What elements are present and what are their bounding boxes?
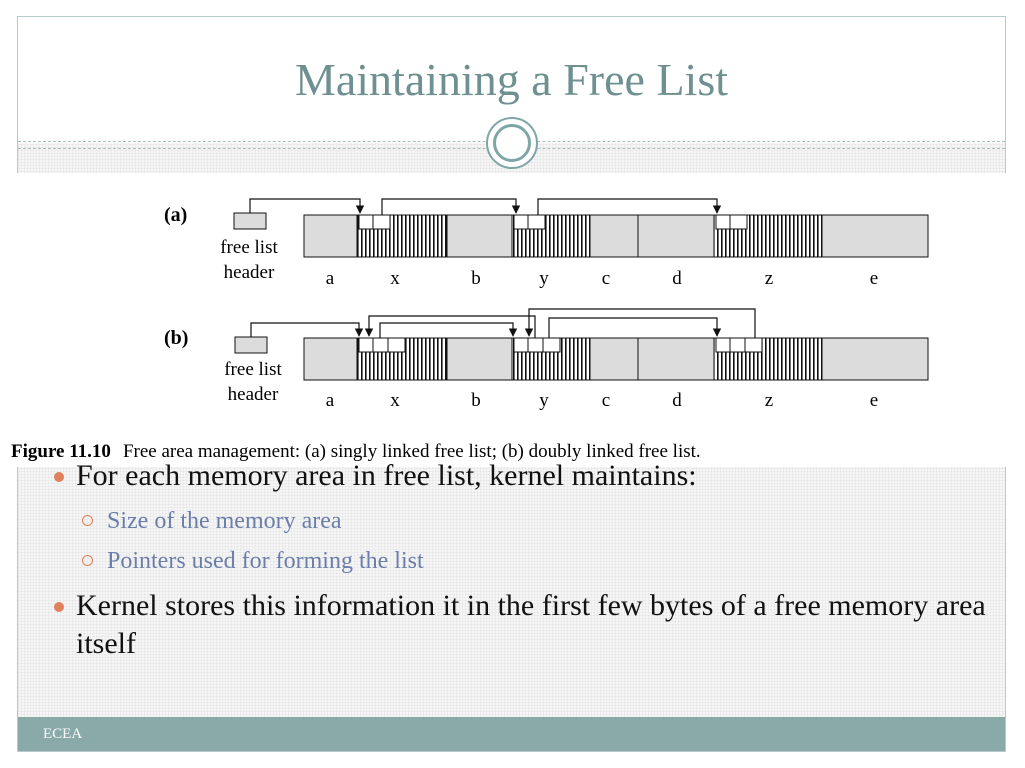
area-label: e	[870, 268, 878, 289]
link-arrow	[381, 198, 521, 215]
caption-text: Free area management: (a) singly linked …	[123, 441, 701, 462]
next-pointer-cell	[542, 337, 561, 353]
caption-label: Figure 11.10	[11, 441, 111, 462]
prev-pointer-cell	[527, 337, 544, 353]
slide: Maintaining a Free List (a) free list he…	[1, 16, 1025, 752]
sub-bullet-item: Size of the memory area	[48, 501, 993, 541]
footer-text: ECEA	[43, 726, 83, 742]
prev-pointer-cell	[729, 337, 746, 353]
circle-ornament-icon	[486, 117, 538, 169]
panel-b: (b) free list header	[164, 308, 929, 411]
area-label: b	[471, 390, 481, 411]
area-label: x	[390, 390, 400, 411]
size-cell	[358, 214, 374, 230]
next-pointer-cell	[744, 337, 763, 353]
area-label: z	[765, 390, 773, 411]
area-label: y	[539, 268, 549, 289]
free-list-header-box	[234, 336, 268, 354]
forward-link-arrow	[548, 317, 722, 338]
size-cell	[358, 337, 374, 353]
slide-title: Maintaining a Free List	[294, 54, 729, 105]
area-label: a	[326, 268, 335, 289]
header-label-line1: free list	[220, 237, 278, 258]
size-cell	[513, 337, 529, 353]
area-label: d	[672, 390, 682, 411]
bullet-item: Kernel stores this information it in the…	[48, 587, 993, 663]
area-label: z	[765, 268, 773, 289]
free-list-header-box	[233, 212, 267, 230]
area-label: a	[326, 390, 335, 411]
backward-link-arrow	[524, 308, 756, 338]
free-list-figure: (a) free list header	[1, 173, 1025, 467]
area-label: e	[870, 390, 878, 411]
footer-bar: ECEA	[18, 717, 1005, 751]
bullet-list: For each memory area in free list, kerne…	[48, 457, 993, 669]
link-arrow	[537, 198, 722, 215]
bullet-item: For each memory area in free list, kerne…	[48, 457, 993, 495]
size-cell	[513, 214, 529, 230]
pointer-cell	[372, 214, 391, 230]
forward-link-arrow	[379, 322, 518, 338]
size-cell	[715, 337, 731, 353]
pointer-cell	[527, 214, 546, 230]
backward-link-arrow	[364, 315, 536, 338]
area-label: d	[672, 268, 682, 289]
link-arrow	[249, 198, 365, 214]
area-label: c	[602, 268, 610, 289]
sub-bullet-item: Pointers used for forming the list	[48, 541, 993, 581]
panel-a: (a) free list header	[164, 198, 929, 289]
header-label-line1: free list	[224, 359, 282, 380]
panel-label: (a)	[164, 204, 187, 226]
panel-label: (b)	[164, 327, 188, 349]
pointer-cell	[729, 214, 748, 230]
area-label: c	[602, 390, 610, 411]
area-label: y	[539, 390, 549, 411]
area-label: x	[390, 268, 400, 289]
next-pointer-cell	[387, 337, 406, 353]
area-label: b	[471, 268, 481, 289]
prev-pointer-cell	[372, 337, 389, 353]
figure-caption: Figure 11.10 Free area management: (a) si…	[11, 441, 701, 462]
forward-link-arrow	[250, 322, 364, 337]
header-label-line2: header	[228, 384, 279, 405]
header-label-line2: header	[224, 262, 275, 283]
size-cell	[715, 214, 731, 230]
